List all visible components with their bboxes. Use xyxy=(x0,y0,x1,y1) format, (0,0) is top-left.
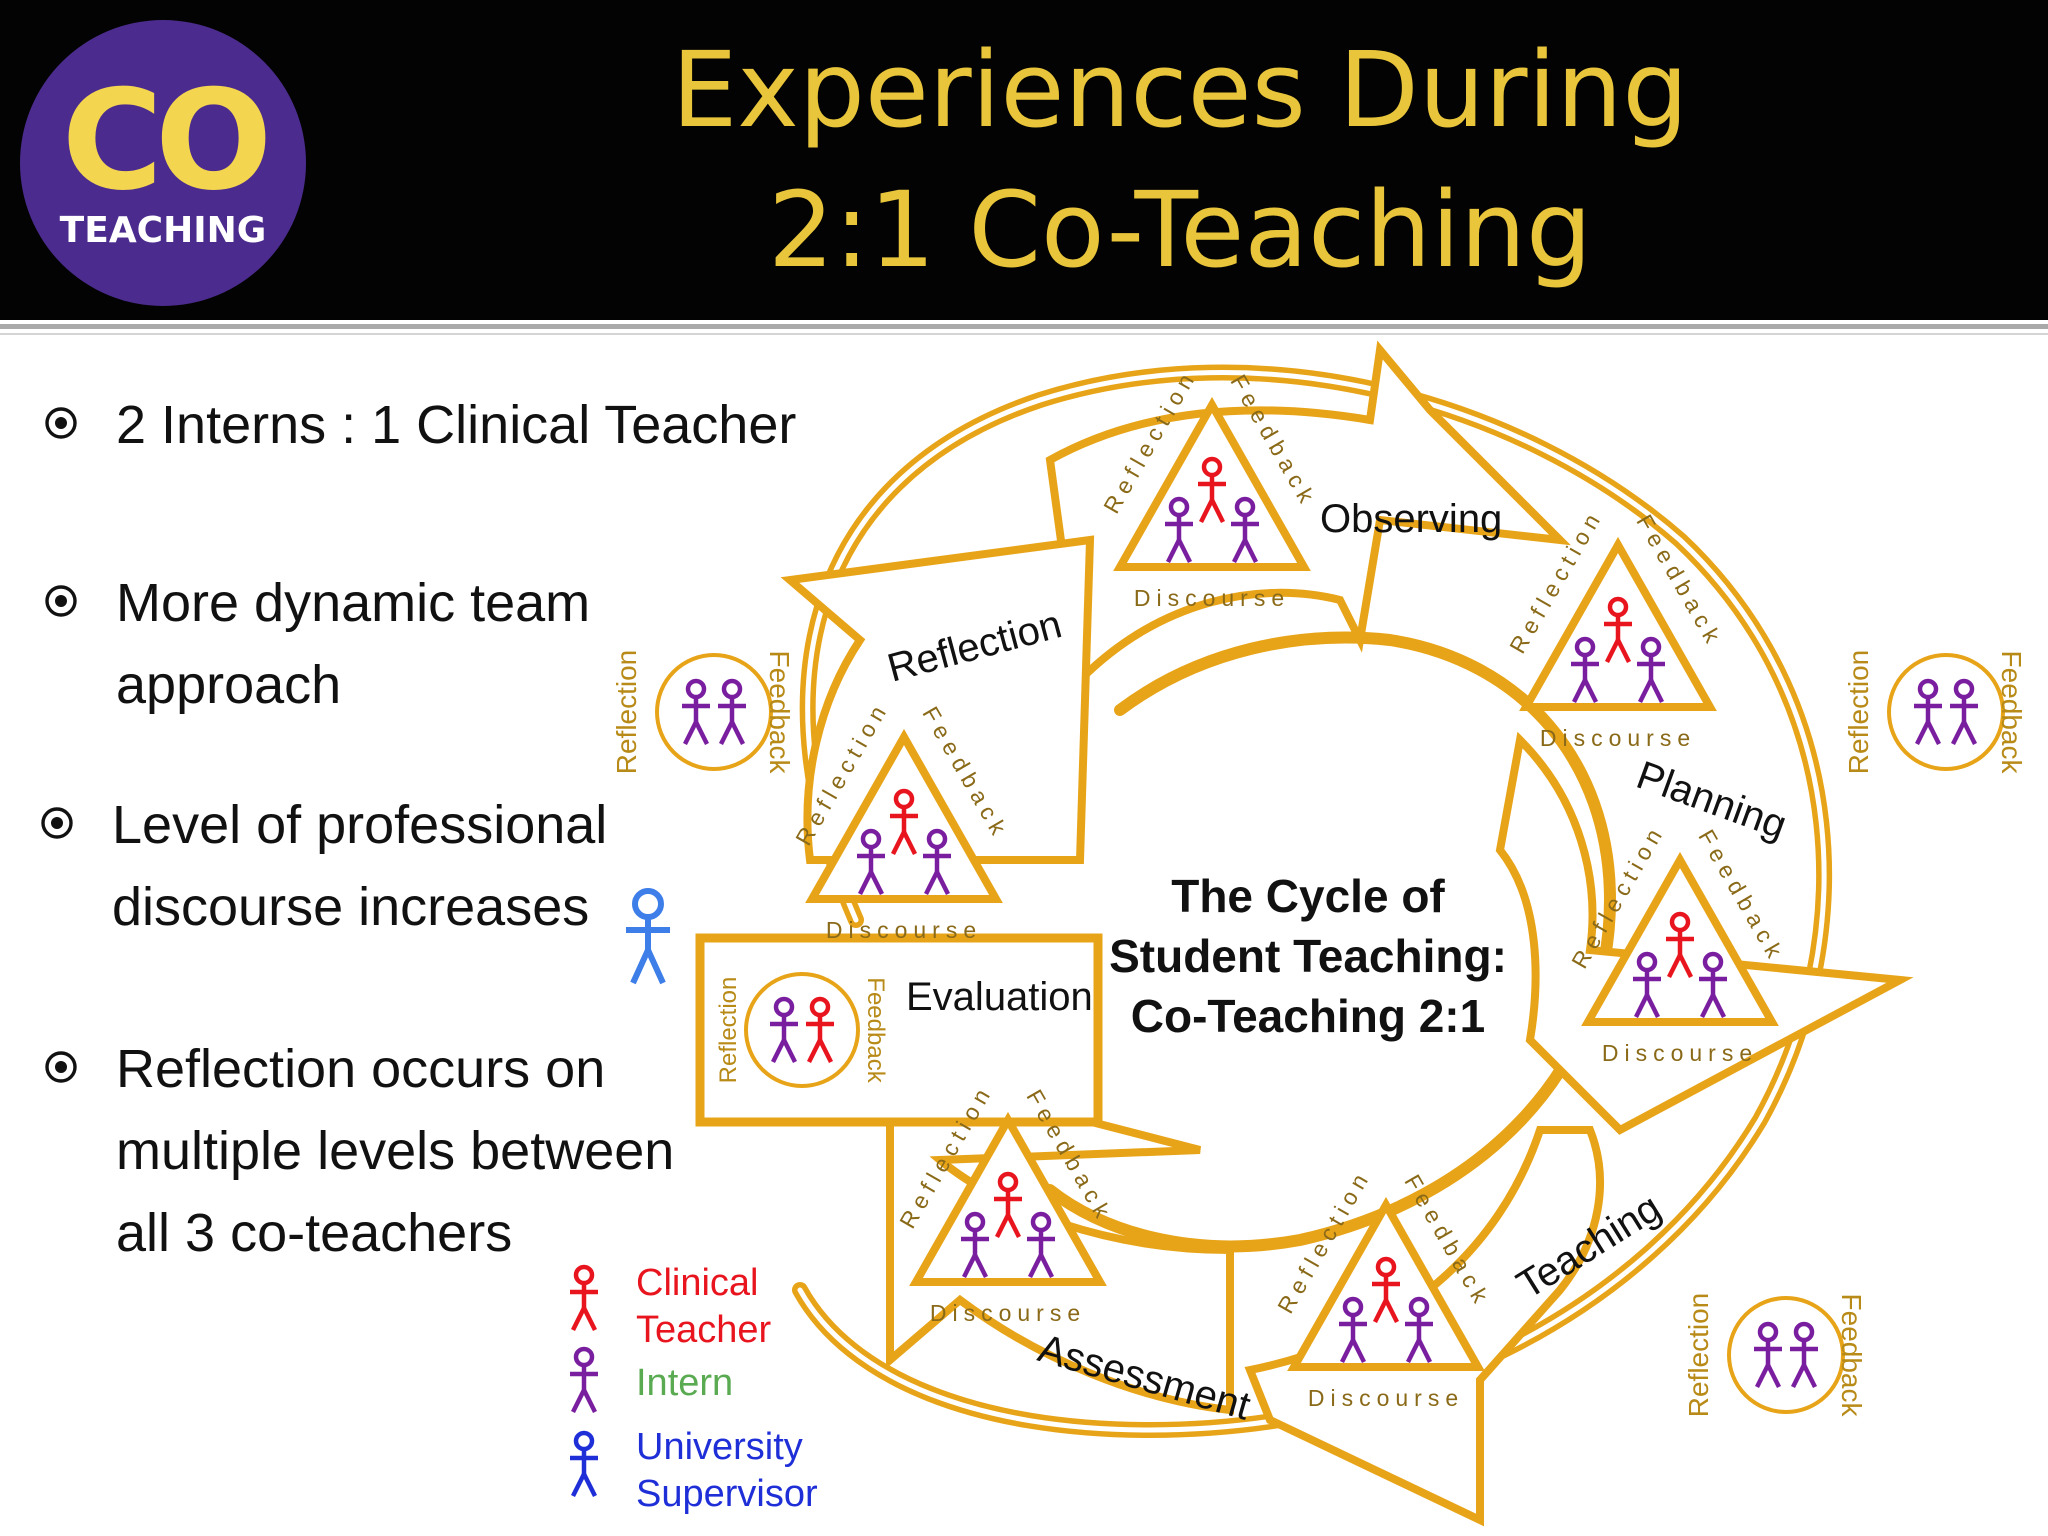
bullet-target-icon xyxy=(45,1051,77,1083)
legend-clinical-line-2: Teacher xyxy=(636,1309,772,1351)
circle-evaluation xyxy=(744,972,860,1088)
circle-label-left: Reflection xyxy=(611,650,642,775)
university-supervisor-icon xyxy=(570,1433,598,1496)
clinical-teacher-icon xyxy=(570,1267,598,1330)
slide-title-line-2: 2:1 Co-Teaching xyxy=(767,169,1593,291)
bullet-target-icon xyxy=(45,585,77,617)
circle-label-left: Reflection xyxy=(715,977,742,1084)
title-banner: CO TEACHING Experiences During 2:1 Co-Te… xyxy=(0,0,2048,320)
center-line-3: Co-Teaching 2:1 xyxy=(1131,990,1485,1042)
stage-evaluation: Evaluation xyxy=(906,975,1093,1019)
slide-title-line-1: Experiences During xyxy=(671,29,1689,151)
arrow-observing xyxy=(1045,340,1571,689)
circle-label-right: Feedback xyxy=(764,651,795,775)
bullet-text-line-2: multiple levels between xyxy=(116,1121,675,1181)
university-supervisor-figure xyxy=(626,888,670,985)
legend-supervisor-line-1: University xyxy=(636,1426,803,1468)
bullet-interns-ratio: 2 Interns : 1 Clinical Teacher xyxy=(44,384,844,466)
intern-icon xyxy=(570,1349,598,1412)
circle-interns-bottom xyxy=(1729,1298,1843,1412)
tri-label-bottom: Discourse xyxy=(1602,1040,1758,1066)
tri-label-bottom: Discourse xyxy=(1540,725,1696,751)
bullet-text-line-1: More dynamic team xyxy=(116,573,591,633)
header-divider xyxy=(0,324,2048,329)
tri-label-bottom: Discourse xyxy=(930,1300,1086,1326)
bullet-dynamic-team: More dynamic team approach xyxy=(44,562,644,726)
bullet-text-line-1: Level of professional xyxy=(112,795,608,855)
arrow-reflection xyxy=(780,535,1095,864)
bullet-text-line-1: Reflection occurs on xyxy=(116,1039,606,1099)
center-line-2: Student Teaching: xyxy=(1109,930,1507,982)
stage-observing: Observing xyxy=(1320,497,1502,541)
cycle-center-title: The Cycle of Student Teaching: Co-Teachi… xyxy=(1109,870,1507,1042)
legend-supervisor-line-2: Supervisor xyxy=(636,1473,818,1515)
legend-icons xyxy=(570,1267,598,1496)
logo-co-text: CO xyxy=(61,60,273,221)
cycle-ring xyxy=(792,364,1833,1439)
bullet-text: 2 Interns : 1 Clinical Teacher xyxy=(116,395,797,455)
circle-label-left: Reflection xyxy=(1683,1293,1714,1418)
tri-label-bottom: Discourse xyxy=(1134,585,1290,611)
circle-interns-left xyxy=(657,655,771,769)
center-line-1: The Cycle of xyxy=(1171,870,1445,922)
logo-subtext: TEACHING xyxy=(59,210,267,251)
co-teaching-logo: CO TEACHING xyxy=(20,20,306,306)
circle-label-right: Feedback xyxy=(1836,1294,1867,1418)
circle-interns-right xyxy=(1889,655,2003,769)
arrow-planning xyxy=(1495,731,1914,1135)
bullet-discourse-level: Level of professional discourse increase… xyxy=(40,784,640,948)
bullet-text-line-3: all 3 co-teachers xyxy=(116,1203,513,1263)
bullet-target-icon xyxy=(45,407,77,439)
bullet-text-line-2: discourse increases xyxy=(112,877,590,937)
tri-label-bottom: Discourse xyxy=(1308,1385,1464,1411)
bullet-text-line-2: approach xyxy=(116,655,342,715)
legend-intern: Intern xyxy=(636,1362,734,1404)
circle-label-right: Feedback xyxy=(1996,651,2027,775)
circle-labels: Reflection Feedback Reflection Feedback … xyxy=(611,650,2027,1418)
bullet-reflection-levels: Reflection occurs on multiple levels bet… xyxy=(44,1028,744,1274)
tri-label-bottom: Discourse xyxy=(826,917,982,943)
legend-clinical-line-1: Clinical xyxy=(636,1262,759,1304)
legend-clinical-teacher: Clinical Teacher xyxy=(636,1260,771,1354)
header-divider-thin xyxy=(0,333,2048,335)
circle-label-right: Feedback xyxy=(862,977,889,1083)
bullet-target-icon xyxy=(41,807,73,839)
legend-university-supervisor: University Supervisor xyxy=(636,1424,818,1518)
circle-label-left: Reflection xyxy=(1843,650,1874,775)
